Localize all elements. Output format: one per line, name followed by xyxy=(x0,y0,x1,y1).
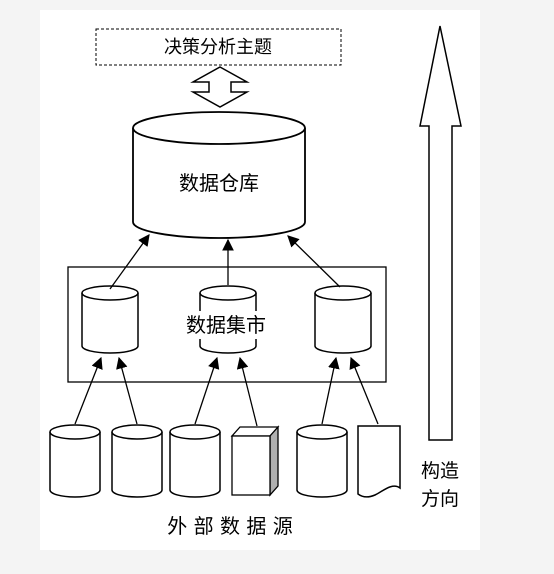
construction-direction-arrow xyxy=(419,25,462,441)
source-cylinder-1 xyxy=(49,424,101,498)
warehouse-label: 数据仓库 xyxy=(179,171,259,195)
datamart-label: 数据集市 xyxy=(186,313,266,337)
mart-cylinder-left xyxy=(81,285,139,354)
svg-text:决策分析主题: 决策分析主题 xyxy=(164,37,272,58)
arrow-mart-left-to-warehouse xyxy=(109,234,150,290)
arrow-source1-to-mart-left xyxy=(74,356,103,425)
decision-topic-box: 决策分析主题 xyxy=(95,28,342,66)
direction-label-line1: 构造 xyxy=(421,460,459,482)
source-cylinder-4 xyxy=(296,424,348,498)
source-document xyxy=(357,425,401,498)
source-cube xyxy=(230,425,280,497)
arrow-cube-to-mart-middle xyxy=(236,356,258,427)
bidirectional-arrow xyxy=(190,66,250,108)
arrow-source4-to-mart-right xyxy=(321,356,340,425)
arrow-mart-right-to-warehouse xyxy=(287,235,341,288)
mart-label-backing xyxy=(168,311,284,339)
data-warehouse-cylinder: 数据仓库 xyxy=(132,111,306,239)
arrow-document-to-mart-right xyxy=(349,356,379,425)
sources-label: 外 部 数 据 源 xyxy=(167,514,292,538)
arrow-source3-to-mart-middle xyxy=(194,356,220,425)
source-cylinder-2 xyxy=(111,424,163,498)
direction-label-line2: 方向 xyxy=(421,488,459,510)
arrow-source2-to-mart-left xyxy=(116,356,138,425)
source-cylinder-3 xyxy=(169,424,221,498)
mart-cylinder-right xyxy=(314,285,372,354)
